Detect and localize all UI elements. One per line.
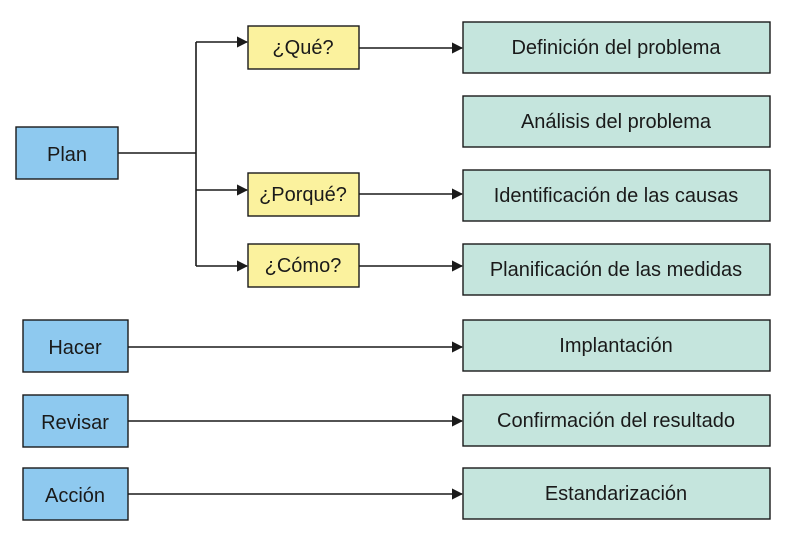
phase-accion: Acción xyxy=(22,467,129,521)
phase-hacer: Hacer xyxy=(22,319,129,373)
step-planificacion-label: Planificación de las medidas xyxy=(490,259,742,281)
phase-accion-label: Acción xyxy=(45,485,105,507)
step-implantacion-label: Implantación xyxy=(559,335,672,357)
step-identificacion: Identificación de las causas xyxy=(462,169,771,222)
step-estandarizacion: Estandarización xyxy=(462,467,771,520)
connectors xyxy=(118,36,464,500)
step-definicion-label: Definición del problema xyxy=(511,37,721,59)
question-que-label: ¿Qué? xyxy=(272,37,333,59)
phase-revisar: Revisar xyxy=(22,394,129,448)
step-confirmacion: Confirmación del resultado xyxy=(462,394,771,447)
phase-revisar-label: Revisar xyxy=(41,412,109,434)
phase-hacer-label: Hacer xyxy=(48,337,102,359)
phase-plan-label: Plan xyxy=(47,144,87,166)
step-analisis: Análisis del problema xyxy=(462,95,771,148)
question-porque: ¿Porqué? xyxy=(247,172,360,217)
question-que: ¿Qué? xyxy=(247,25,360,70)
step-confirmacion-label: Confirmación del resultado xyxy=(497,410,735,432)
question-como: ¿Cómo? xyxy=(247,243,360,288)
step-implantacion: Implantación xyxy=(462,319,771,372)
step-planificacion: Planificación de las medidas xyxy=(462,243,771,296)
step-analisis-label: Análisis del problema xyxy=(521,111,712,133)
step-definicion: Definición del problema xyxy=(462,21,771,74)
question-como-label: ¿Cómo? xyxy=(265,255,342,277)
question-porque-label: ¿Porqué? xyxy=(259,184,347,206)
phase-plan: Plan xyxy=(15,126,119,180)
step-estandarizacion-label: Estandarización xyxy=(545,483,687,505)
step-identificacion-label: Identificación de las causas xyxy=(494,185,739,207)
